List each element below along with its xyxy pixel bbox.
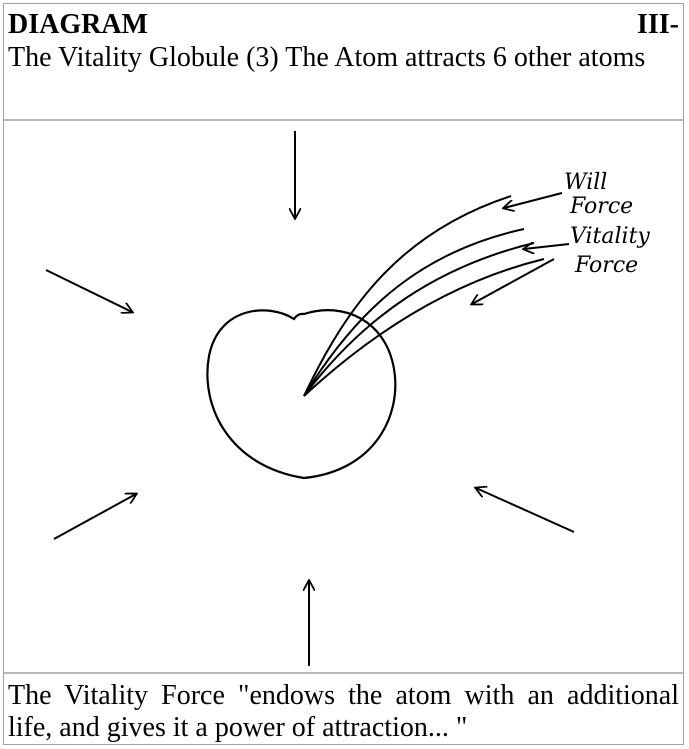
vitality-globule-drawing: Will Force Vitality Force <box>45 131 650 666</box>
label-will: Will <box>564 170 607 195</box>
page-frame: DIAGRAM III- The Vitality Globule (3) Th… <box>3 3 684 745</box>
diagram-title: DIAGRAM <box>8 9 148 40</box>
vitality-force-arrow <box>524 244 570 249</box>
caption: The Vitality Force "endows the atom with… <box>4 672 683 746</box>
force-curve-3 <box>303 242 535 397</box>
label-will-force: Force <box>569 194 633 219</box>
vitality-force-arrow-2 <box>472 258 555 304</box>
arrow-right-bottom <box>476 488 575 533</box>
atom-shape <box>206 309 397 480</box>
force-curve-1 <box>303 195 512 397</box>
label-vitality: Vitality <box>570 224 650 249</box>
arrow-left-top <box>45 269 132 312</box>
diagram-area: Will Force Vitality Force <box>4 121 683 672</box>
label-vitality-force: Force <box>574 253 638 278</box>
header: DIAGRAM III- The Vitality Globule (3) Th… <box>4 4 683 121</box>
force-curves <box>303 195 545 397</box>
will-force-arrow <box>504 192 563 208</box>
force-curve-4 <box>303 258 545 397</box>
title-row: DIAGRAM III- <box>8 10 679 40</box>
diagram-subtitle: The Vitality Globule (3) The Atom attrac… <box>8 42 646 73</box>
diagram-number: III- <box>636 9 679 40</box>
force-curve-2 <box>303 228 525 397</box>
arrow-left-bottom <box>53 494 136 540</box>
